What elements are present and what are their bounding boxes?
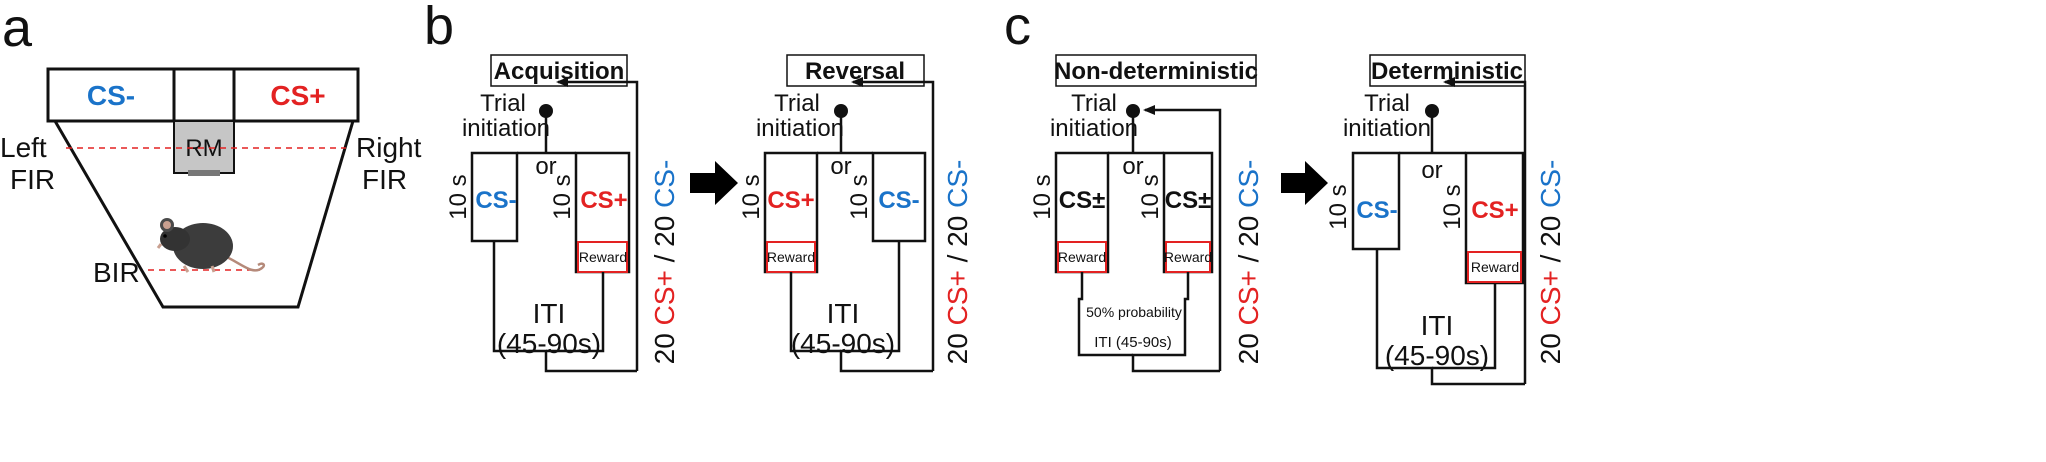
acq-iti-1: ITI [533, 298, 566, 329]
det-loop-right [1432, 283, 1497, 370]
acq-trial-count: 20 CS+ / 20 CS- [649, 160, 680, 365]
rev-iti-2: (45-90s) [791, 328, 895, 359]
nondet-iti: ITI (45-90s) [1094, 334, 1172, 351]
right-fir-label-2: FIR [362, 164, 407, 195]
det-count-c: / 20 [1535, 208, 1566, 270]
nondet-loop-left [1077, 272, 1133, 357]
panel-a: a CS- CS+ RM Left FIR Right FIR BIR [0, 0, 422, 309]
panel-c-letter: c [1004, 0, 1031, 56]
rev-iti-1: ITI [827, 298, 860, 329]
acquisition-diagram: Acquisition Trial initiation or 10 s CS-… [445, 54, 680, 373]
det-right-time: 10 s [1439, 184, 1466, 229]
rev-left-time: 10 s [738, 174, 765, 219]
nondet-title-box [1055, 54, 1257, 87]
det-right-stim: CS+ [1471, 197, 1518, 224]
nondet-right-time: 10 s [1137, 174, 1164, 219]
left-fir-label-1: Left [0, 132, 47, 163]
nondet-trial-2: initiation [1050, 115, 1138, 142]
det-left-time: 10 s [1325, 184, 1352, 229]
right-fir-label-1: Right [356, 132, 422, 163]
acq-reward-label: Reward [579, 249, 627, 265]
rev-trial-count: 20 CS+ / 20 CS- [942, 160, 973, 365]
det-count-b: CS+ [1535, 270, 1566, 325]
det-reward-box [1467, 251, 1522, 283]
nondet-to-det-arrow [1281, 161, 1328, 205]
det-count-d: CS- [1535, 160, 1566, 208]
panel-b-letter: b [424, 0, 454, 56]
reversal-diagram: Reversal Trial initiation or 10 s CS+ Re… [738, 54, 973, 373]
det-trial-count: 20 CS+ / 20 CS- [1535, 160, 1566, 365]
acq-trial-2: initiation [462, 115, 550, 142]
nondet-count-a: 20 [1233, 325, 1264, 364]
det-or: or [1421, 157, 1442, 184]
nondet-reward-right-label: Reward [1164, 249, 1212, 265]
rev-right-stim: CS- [878, 187, 919, 214]
det-iti-1: ITI [1421, 310, 1454, 341]
nondet-left-time: 10 s [1029, 174, 1056, 219]
acq-iti-2: (45-90s) [497, 328, 601, 359]
rev-loop-left [789, 272, 841, 353]
acq-reward-box [577, 241, 628, 273]
det-count-a: 20 [1535, 325, 1566, 364]
det-return-arrow [1443, 77, 1527, 384]
cs-plus-label: CS+ [270, 80, 325, 111]
rev-count-b: CS+ [942, 270, 973, 325]
acq-count-d: CS- [649, 160, 680, 208]
nondet-return-arrow [1143, 105, 1222, 371]
nondet-left-stim: CS± [1059, 187, 1106, 214]
nondet-right-stim: CS± [1165, 187, 1212, 214]
rev-count-d: CS- [942, 160, 973, 208]
bir-label: BIR [93, 257, 140, 288]
nondet-count-b: CS+ [1233, 270, 1264, 325]
rev-count-a: 20 [942, 325, 973, 364]
det-trial-1: Trial [1364, 90, 1410, 117]
rev-trial-2: initiation [756, 115, 844, 142]
rev-return-arrow [851, 77, 935, 371]
rev-left-stim: CS+ [767, 187, 814, 214]
nondet-reward-left-box [1057, 241, 1107, 273]
nondet-trial-count: 20 CS+ / 20 CS- [1233, 160, 1264, 365]
acq-left-stim: CS- [475, 187, 516, 214]
rev-right-time: 10 s [846, 174, 873, 219]
acq-left-time: 10 s [445, 174, 472, 219]
reward-magazine-tray [188, 170, 220, 176]
nondet-title: Non-deterministic [1054, 58, 1258, 85]
nondet-reward-left-label: Reward [1058, 249, 1106, 265]
acq-loop-right [546, 272, 605, 353]
acq-count-a: 20 [649, 325, 680, 364]
left-fir-label-2: FIR [10, 164, 55, 195]
det-left-stim: CS- [1356, 197, 1397, 224]
det-reward-label: Reward [1471, 259, 1519, 275]
rev-count-c: / 20 [942, 208, 973, 270]
panel-a-letter: a [2, 0, 33, 58]
nondet-count-c: / 20 [1233, 208, 1264, 270]
det-iti-2: (45-90s) [1385, 340, 1489, 371]
mouse-icon [156, 218, 266, 273]
rev-reward-box [766, 241, 816, 273]
acq-right-stim: CS+ [580, 187, 627, 214]
nondet-trial-1: Trial [1071, 90, 1117, 117]
nondet-reward-right-box [1165, 241, 1211, 273]
rev-reward-label: Reward [767, 249, 815, 265]
nondet-loop-right [1131, 272, 1220, 373]
arena-trapezoid [52, 119, 356, 309]
acq-or: or [535, 153, 556, 180]
acq-trial-1: Trial [480, 90, 526, 117]
acq-return-arrow [556, 77, 639, 371]
deterministic-diagram: Deterministic Trial initiation or 10 s C… [1325, 54, 1566, 386]
nondet-probability: 50% probability [1086, 304, 1182, 320]
acq-count-b: CS+ [649, 270, 680, 325]
det-trial-2: initiation [1343, 115, 1431, 142]
acquisition-to-reversal-arrow [690, 161, 738, 205]
cs-minus-label: CS- [87, 80, 135, 111]
nondet-count-d: CS- [1233, 160, 1264, 208]
acq-right-time: 10 s [549, 174, 576, 219]
rev-or: or [830, 153, 851, 180]
acq-count-c: / 20 [649, 208, 680, 270]
rev-trial-1: Trial [774, 90, 820, 117]
nondeterministic-diagram: Non-deterministic Trial initiation or 10… [1029, 54, 1264, 373]
rev-loop-right [839, 241, 933, 373]
nondet-or: or [1122, 153, 1143, 180]
